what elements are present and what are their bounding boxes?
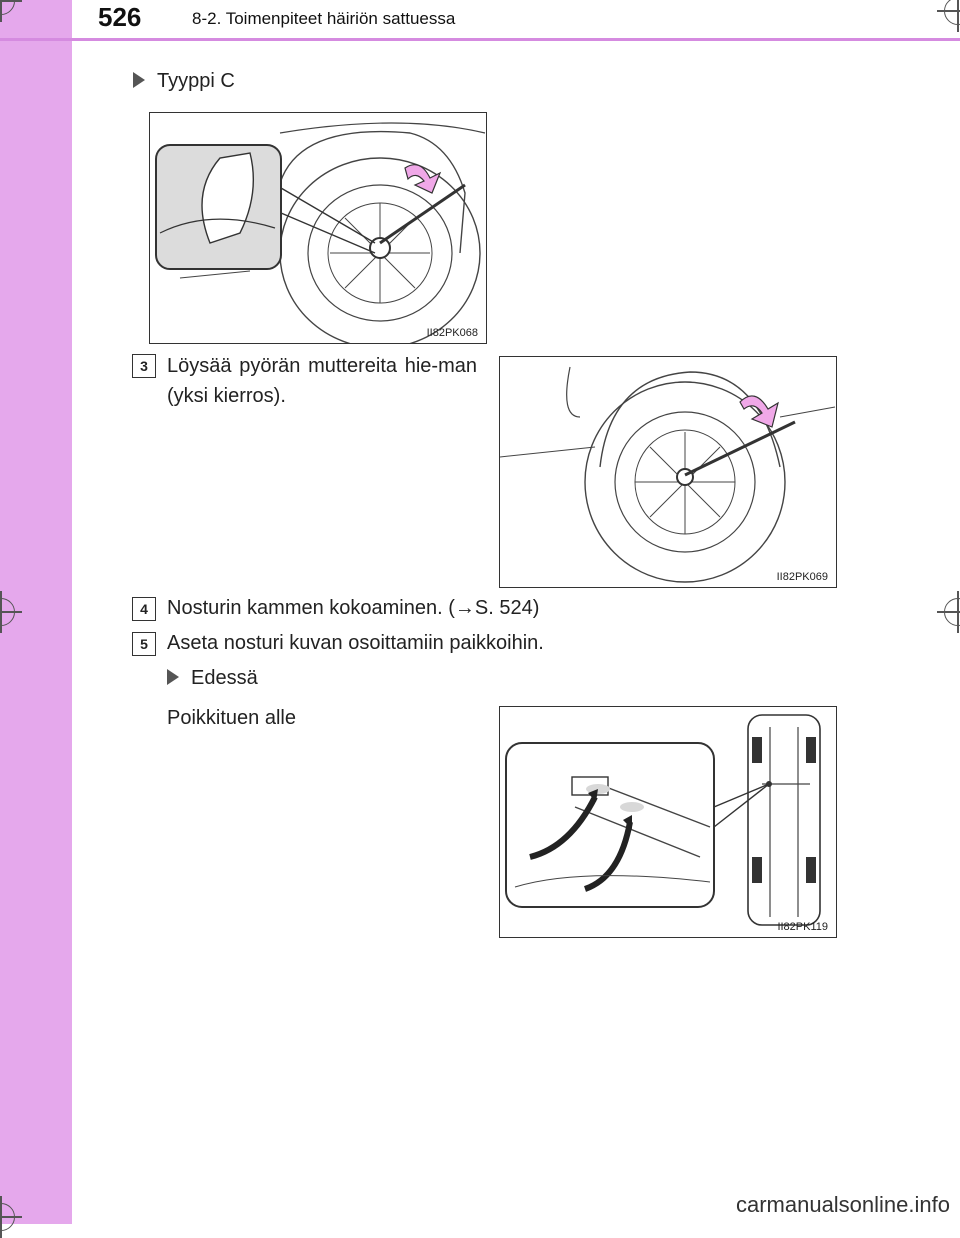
registration-mark-icon: [937, 0, 960, 32]
triangle-bullet-icon: [133, 72, 145, 88]
step-4-text: Nosturin kammen kokoaminen. (→S. 524): [167, 597, 540, 619]
jack-point-illustration: [505, 714, 821, 926]
step-number: 4: [132, 597, 156, 621]
registration-mark-icon: [937, 591, 960, 633]
front-label: Edessä: [191, 667, 258, 689]
figure-code: II82PK119: [777, 921, 828, 933]
section-title: 8-2. Toimenpiteet häiriön sattuessa: [192, 9, 456, 28]
page-number: 526: [98, 2, 142, 32]
triangle-bullet-icon: [167, 669, 179, 685]
step-number: 3: [132, 354, 156, 378]
figure-code: II82PK068: [426, 327, 478, 339]
step-5-text: Aseta nosturi kuvan osoittamiin paikkoih…: [167, 632, 544, 654]
step-3-text: Löysää pyörän muttereita hie-man (yksi k…: [167, 355, 477, 407]
type-c-heading: Tyyppi C: [133, 70, 235, 93]
figure-code: II82PK069: [776, 571, 828, 583]
figure-jack-points-front: II82PK119: [499, 706, 837, 938]
front-instruction: Poikkituen alle: [167, 707, 296, 729]
front-heading: Edessä: [167, 667, 258, 690]
wheel-wrench-illustration: [500, 366, 836, 583]
watermark: carmanualsonline.info: [735, 1192, 950, 1217]
wheel-closeup-illustration: [155, 122, 486, 343]
type-c-label: Tyyppi C: [157, 70, 235, 92]
step-number: 5: [132, 632, 156, 656]
header-rule: [0, 38, 960, 41]
figure-loosen-nuts: II82PK069: [499, 356, 837, 588]
figure-wheel-nut-closeup: II82PK068: [149, 112, 487, 344]
